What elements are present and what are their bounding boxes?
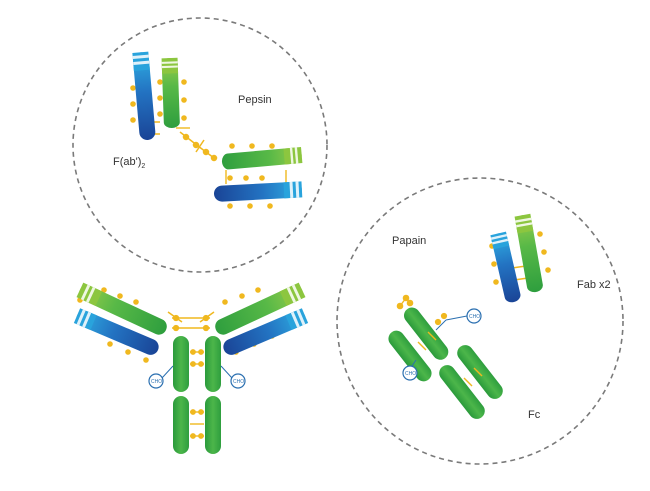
- antibody-cho-right: CHO: [220, 365, 246, 389]
- fab2-label-subscript: 2: [141, 163, 145, 170]
- antibody-heavy-ch2-left: [173, 336, 189, 392]
- pepsin-label: Pepsin: [238, 94, 272, 106]
- fab-heavy-chain: [514, 213, 544, 294]
- papain-digest-group: CHO CHO Papain Fab x2 Fc: [336, 177, 624, 465]
- antibody-fc-region: [173, 336, 221, 454]
- antibody-heavy-ch3-left: [173, 396, 189, 454]
- fc-ch2-bottom: [388, 330, 432, 382]
- fab-x2-label: Fab x2: [577, 279, 611, 291]
- fc-ch2-top: [403, 307, 449, 360]
- fab2-heavy-chain-upper: [161, 57, 180, 129]
- papain-label: Papain: [392, 235, 426, 247]
- antibody-hinge-disulfides: [167, 311, 215, 332]
- fab2-light-chain-lower: [213, 181, 303, 202]
- svg-text:CHO: CHO: [469, 314, 480, 320]
- fc-label: Fc: [528, 409, 541, 421]
- fc-fragment: CHO CHO: [388, 294, 503, 419]
- fc-ch3-top: [457, 345, 503, 399]
- fab2-label-main: F(ab'): [113, 156, 141, 168]
- antibody-heavy-ch3-right: [205, 396, 221, 454]
- fab2-upper-arm: [130, 51, 190, 141]
- svg-text:CHO: CHO: [233, 379, 244, 385]
- pepsin-dashed-circle: [72, 17, 328, 273]
- fab2-hinge-disulfide: [179, 131, 218, 162]
- antibody-heavy-ch2-right: [205, 336, 221, 392]
- fab-fragment: [489, 213, 551, 304]
- fab2-light-chain-upper: [132, 51, 156, 141]
- fab2-heavy-chain-lower: [221, 147, 303, 170]
- antibody-cho-left: CHO: [148, 365, 174, 389]
- papain-dashed-circle: [336, 177, 624, 465]
- pepsin-digest-group: Pepsin F(ab')2: [72, 17, 328, 273]
- fc-cho-bottom: CHO: [402, 359, 418, 381]
- fc-ch3-bottom: [439, 365, 485, 419]
- fc-cho-top: CHO: [435, 308, 482, 331]
- intact-antibody-group: CHO CHO: [73, 282, 309, 454]
- svg-text:CHO: CHO: [405, 371, 416, 377]
- svg-text:CHO: CHO: [151, 379, 162, 385]
- fab2-label: F(ab')2: [113, 156, 145, 170]
- fab2-lower-arm: [213, 143, 303, 209]
